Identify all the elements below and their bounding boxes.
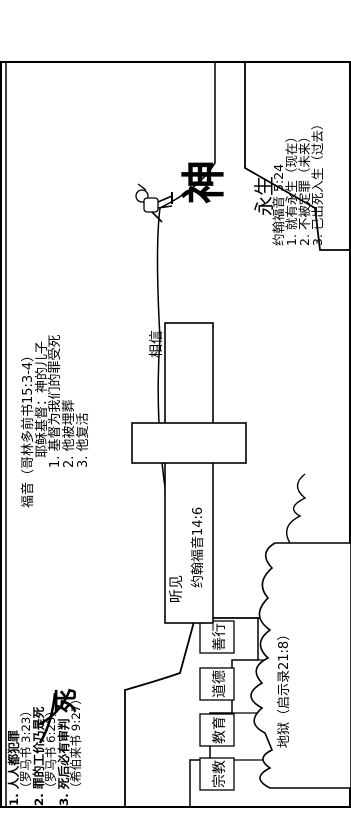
gospel-line-2: 1. 基督为我们的罪受死 (48, 334, 64, 468)
death-point-1-ref: （罗马书 3:23） (19, 704, 34, 794)
effort-box-4 (199, 757, 235, 791)
effort-religion: 宗教 (212, 760, 228, 788)
cross-verse: 约翰福音14:6 (191, 506, 206, 588)
bridge-diagram: 死 1. 人人都犯罪 （罗马书 3:23） 2. 罪的工价乃是死 （罗马书 6:… (0, 61, 351, 808)
cross-horizontal (131, 422, 247, 464)
hear-label: 听见 (169, 575, 185, 603)
right-cliff (244, 62, 351, 251)
believe-label: 相信 (149, 330, 165, 358)
cross-vertical (164, 322, 214, 624)
death-point-3-ref: （希伯来书 9:27） (68, 692, 83, 794)
eternal-life-point-3: 3. 已出死入生（过去） (310, 117, 326, 246)
death-point-2-ref: （罗马书 6:23） (44, 704, 59, 794)
person-on-cliff-icon (135, 183, 173, 223)
left-cliff (124, 617, 351, 807)
gospel-title: 福音（哥林多前书15:3-4） (21, 348, 36, 508)
hell-label: 地狱（启示录21:8） (277, 627, 292, 748)
effort-morality: 道德 (212, 670, 228, 698)
human-symbol-icon (38, 688, 72, 744)
frame (0, 61, 351, 808)
effort-box-1 (199, 620, 235, 654)
effort-steps (189, 618, 259, 807)
gospel-line-3: 2. 他被埋葬 (61, 399, 77, 468)
effort-education: 教育 (212, 716, 228, 744)
god-symbol: 神 (179, 160, 230, 204)
effort-good-works: 善行 (212, 623, 228, 651)
gospel-line-4: 3. 他复活 (75, 412, 91, 468)
diagram-graphics (0, 61, 351, 808)
hell-flames (250, 542, 351, 789)
gospel-block: 福音（哥林多前书15:3-4） 耶稣基督：神的儿子 1. 基督为我们的罪受死 2… (21, 334, 91, 508)
flame-right (286, 473, 307, 544)
effort-box-2 (199, 667, 235, 701)
effort-box-3 (199, 713, 235, 747)
eternal-life-block: 约翰福音 5:24 1. 就有永生（现在） 2. 不被定罪（未来） 3. 已出死… (271, 117, 326, 246)
death-points: 1. 人人都犯罪 （罗马书 3:23） 2. 罪的工价乃是死 （罗马书 6:23… (7, 693, 83, 806)
right-cliff-top (159, 62, 216, 209)
